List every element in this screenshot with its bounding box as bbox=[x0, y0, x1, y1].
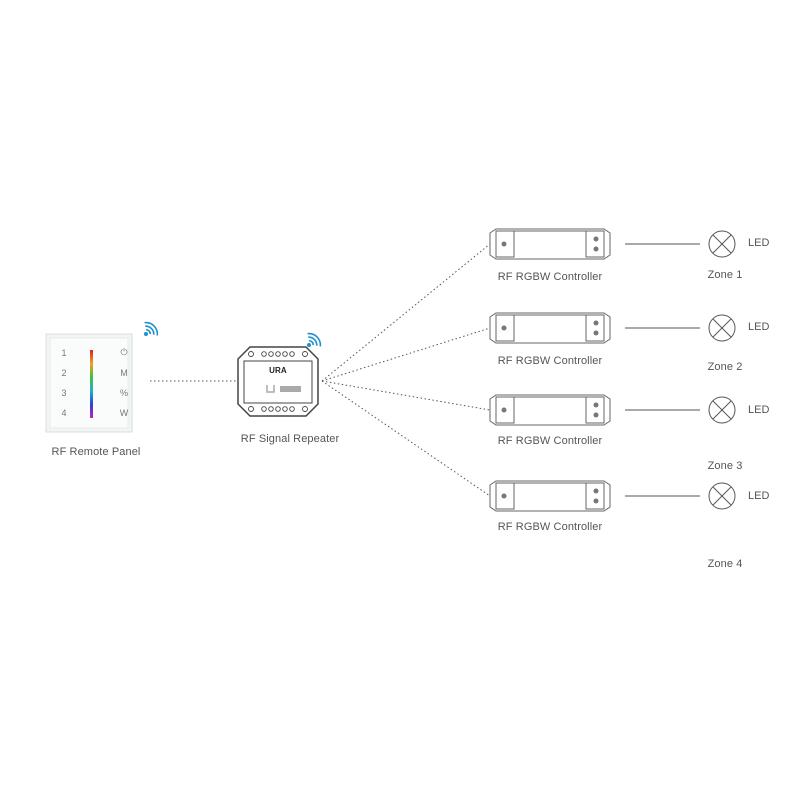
controller-row-3 bbox=[489, 394, 736, 426]
button-white: W bbox=[119, 408, 129, 418]
color-slider bbox=[90, 350, 93, 418]
led-lamp-icon bbox=[708, 314, 736, 342]
zone-label: Zone 2 bbox=[707, 361, 743, 373]
led-lamp-icon bbox=[708, 230, 736, 258]
wifi-signal-icon bbox=[143, 318, 162, 337]
controller-label: RF RGBW Controller bbox=[497, 435, 603, 447]
led-lamp-icon bbox=[708, 396, 736, 424]
zone-label: Zone 4 bbox=[707, 558, 743, 570]
rf-remote-panel bbox=[45, 333, 133, 433]
controller-row-4 bbox=[489, 480, 736, 512]
button-1: 1 bbox=[61, 348, 67, 358]
led-lamp-icon bbox=[708, 482, 736, 510]
led-label: LED bbox=[748, 490, 770, 502]
controller-label: RF RGBW Controller bbox=[497, 355, 603, 367]
button-mode: M bbox=[120, 368, 128, 378]
button-3: 3 bbox=[61, 388, 67, 398]
controller-row-1 bbox=[489, 228, 736, 260]
led-label: LED bbox=[748, 237, 770, 249]
button-4: 4 bbox=[61, 408, 67, 418]
rf-signal-repeater bbox=[237, 346, 319, 417]
button-2: 2 bbox=[61, 368, 67, 378]
led-label: LED bbox=[748, 321, 770, 333]
controller-label: RF RGBW Controller bbox=[497, 271, 603, 283]
remote-panel-label: RF Remote Panel bbox=[51, 446, 141, 458]
wifi-signal-icon bbox=[306, 329, 325, 348]
controller-row-2 bbox=[489, 312, 736, 344]
brand-logo bbox=[280, 386, 301, 392]
controller-label: RF RGBW Controller bbox=[497, 521, 603, 533]
repeater-model: URA bbox=[269, 366, 287, 375]
brightness-icon: % bbox=[119, 388, 129, 398]
power-icon: ⏻ bbox=[120, 347, 128, 357]
zone-label: Zone 1 bbox=[707, 269, 743, 281]
led-label: LED bbox=[748, 404, 770, 416]
zone-label: Zone 3 bbox=[707, 460, 743, 472]
rf-links bbox=[321, 243, 491, 497]
repeater-label: RF Signal Repeater bbox=[240, 433, 340, 445]
